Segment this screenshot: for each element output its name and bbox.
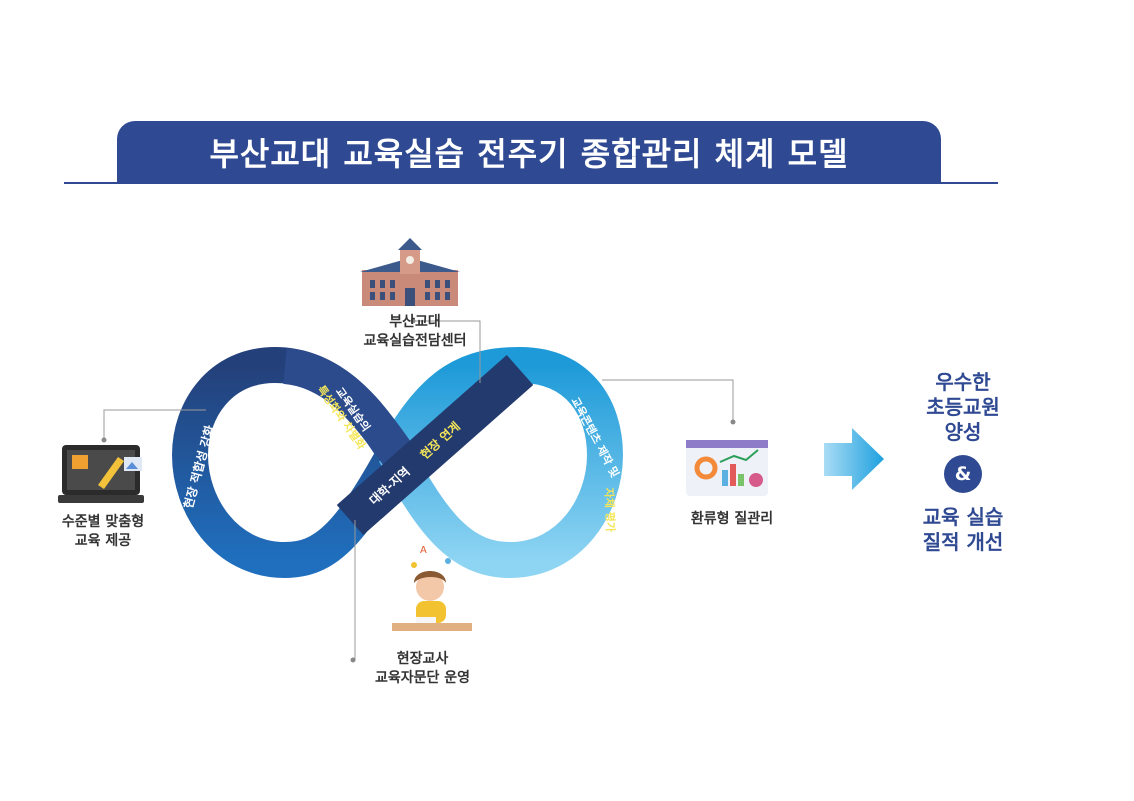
right-loop [379,346,624,579]
node-bottom-line2: 교육자문단 운영 [374,670,471,686]
student-thinking-icon: A [392,545,472,631]
node-bottom-label: 현장교사 교육자문단 운영 [350,650,495,688]
svg-text:A: A [420,545,427,556]
outcome-bottom: 교육 실습 질적 개선 [898,505,1028,555]
node-left-line1: 수준별 맞춤형 [61,514,145,530]
center-band [336,355,534,535]
outcome-line2: 초등교원 [926,395,1000,419]
outcome-line4: 교육 실습 [922,505,1004,529]
page-title: 부산교대 교육실습 전주기 종합관리 체계 모델 [209,135,849,173]
quality-management-icon [686,440,768,496]
university-building-icon [360,238,460,306]
node-top-line2: 교육실습전담센터 [363,333,467,349]
outcome-arrow [824,428,884,490]
node-left-label: 수준별 맞춤형 교육 제공 [38,513,168,551]
node-top-label: 부산교대 교육실습전담센터 [345,313,485,351]
title-banner: 부산교대 교육실습 전주기 종합관리 체계 모델 [117,121,941,183]
outcome-line3: 양성 [944,420,982,444]
node-right-label: 환류형 질관리 [672,510,792,529]
outcome-top: 우수한 초등교원 양성 [898,370,1028,445]
outcome-line5: 질적 개선 [922,530,1004,554]
node-top-line1: 부산교대 [389,314,441,330]
upper-left-segment [282,348,413,466]
node-left-line2: 교육 제공 [74,533,132,549]
right-band-text-2: 자체 평가 [602,487,618,532]
outcome-line1: 우수한 [935,370,991,394]
node-bottom-line1: 현장교사 [396,651,449,667]
node-right-line: 환류형 질관리 [690,511,774,527]
ampersand-badge: & [944,455,982,493]
laptop-icon [58,445,144,503]
title-underline [64,182,998,184]
svg-text:자체 평가: 자체 평가 [602,487,618,532]
